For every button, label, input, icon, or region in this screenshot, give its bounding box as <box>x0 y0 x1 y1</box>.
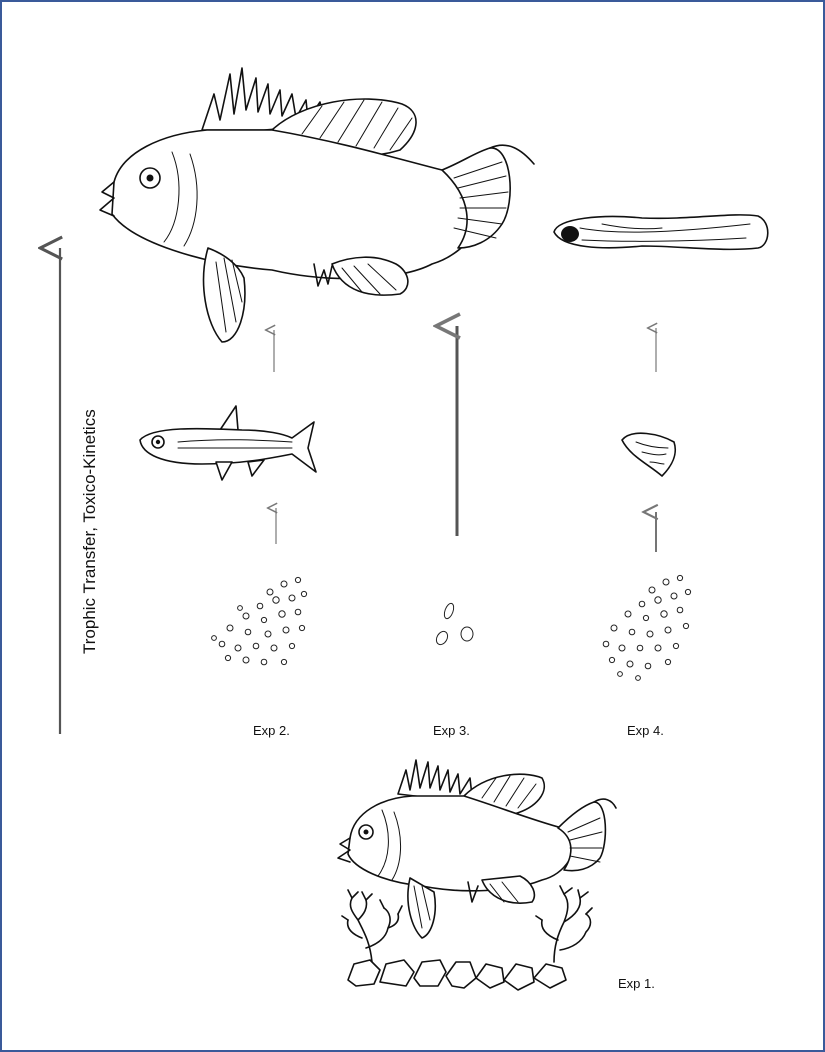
plankton-cluster-exp4-icon <box>603 575 690 680</box>
exp1-label: Exp 1. <box>618 976 655 991</box>
large-predator-fish-icon <box>100 68 534 342</box>
invertebrate-prey-icon <box>622 433 675 476</box>
reef-fish-exp1-icon <box>338 760 616 938</box>
coral-right-icon <box>536 886 592 962</box>
plankton-cluster-exp2-icon <box>212 577 307 664</box>
small-forage-fish-icon <box>140 406 316 480</box>
larval-fish-icon <box>554 215 768 250</box>
exp4-label: Exp 4. <box>627 723 664 738</box>
rocks-icon <box>348 960 566 990</box>
coral-left-icon <box>342 890 402 962</box>
axis-title: Trophic Transfer, Toxico-Kinetics <box>80 409 99 654</box>
egg-cluster-exp3-icon <box>434 602 473 646</box>
exp3-label: Exp 3. <box>433 723 470 738</box>
exp2-label: Exp 2. <box>253 723 290 738</box>
